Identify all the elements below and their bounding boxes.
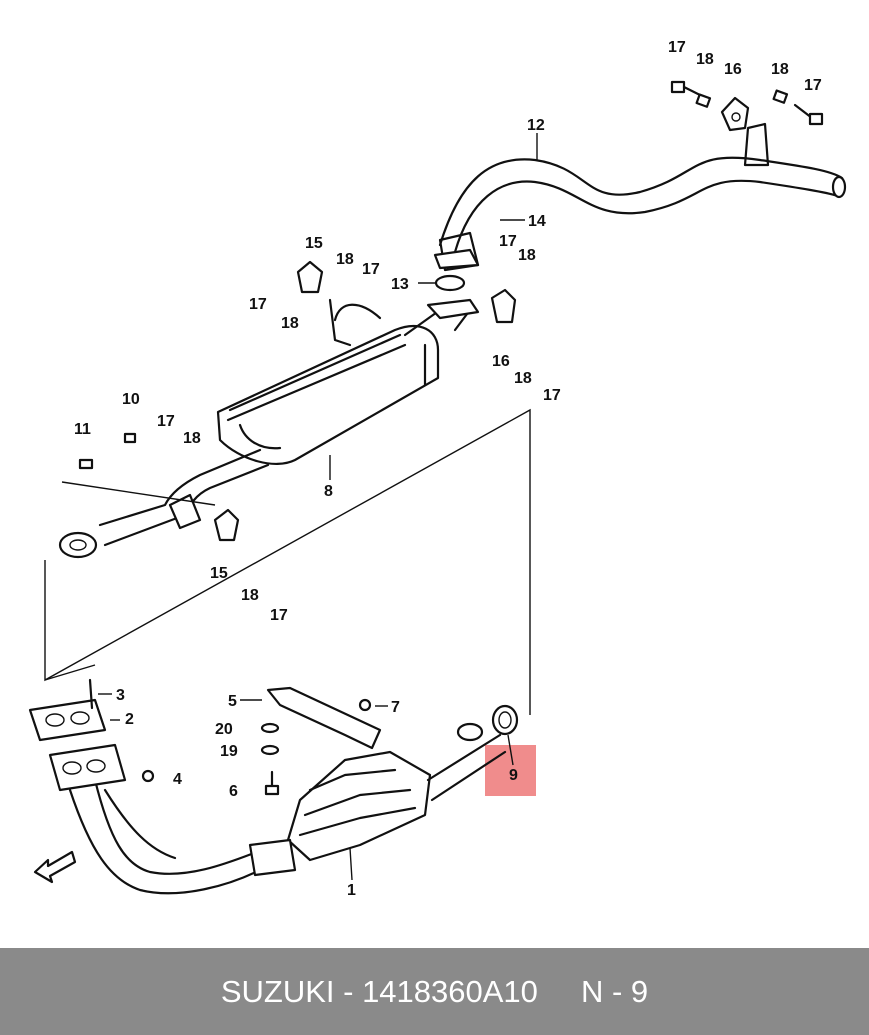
forward-arrow-marker [33, 850, 77, 884]
label-part-19: 19 [220, 743, 238, 760]
label-part-2: 2 [125, 711, 134, 728]
label-part-15-mid: 15 [210, 565, 228, 582]
label-part-18-f: 18 [514, 370, 532, 387]
label-part-7: 7 [391, 699, 400, 716]
intermediate-pipe [58, 448, 270, 559]
label-part-1: 1 [347, 882, 356, 899]
label-part-17-e: 17 [249, 296, 267, 313]
label-part-17-d: 17 [362, 261, 380, 278]
label-part-10: 10 [122, 391, 140, 408]
label-part-18-a: 18 [696, 51, 714, 68]
label-part-16-mid: 16 [492, 353, 510, 370]
label-part-18-b: 18 [771, 61, 789, 78]
label-part-6: 6 [229, 783, 238, 800]
flange-13 [426, 248, 480, 320]
hanger-15 [213, 260, 352, 542]
label-part-17-b: 17 [804, 77, 822, 94]
label-part-17-h: 17 [270, 607, 288, 624]
label-part-18-c: 18 [518, 247, 536, 264]
label-part-18-g: 18 [183, 430, 201, 447]
front-pipe [28, 698, 297, 895]
label-part-18-h: 18 [241, 587, 259, 604]
label-part-9: 9 [509, 767, 518, 784]
hanger-16-mid [490, 288, 517, 324]
label-part-12: 12 [527, 117, 545, 134]
label-part-14: 14 [528, 213, 546, 230]
label-part-17-f: 17 [543, 387, 561, 404]
label-part-5: 5 [228, 693, 237, 710]
label-part-18-d: 18 [336, 251, 354, 268]
label-part-15-top: 15 [305, 235, 323, 252]
bolts-top [670, 80, 824, 126]
exhaust-system-diagram: 1 2 3 4 5 6 7 8 9 10 11 12 13 14 15 15 1… [28, 39, 847, 899]
leader-lines [98, 133, 538, 881]
label-part-18-e: 18 [281, 315, 299, 332]
catalytic-converter [286, 704, 519, 862]
label-part-8: 8 [324, 483, 333, 500]
footer-bar: SUZUKI - 1418360A10 N - 9 [0, 948, 869, 1035]
label-part-4: 4 [173, 771, 182, 788]
hanger-16-top [720, 96, 750, 132]
label-part-17-c: 17 [499, 233, 517, 250]
label-part-20: 20 [215, 721, 233, 738]
bracket-5 [266, 686, 382, 750]
muffler [216, 301, 472, 465]
small-parts [78, 432, 372, 796]
label-part-3: 3 [116, 687, 125, 704]
label-part-17-g: 17 [157, 413, 175, 430]
part-number-caption: SUZUKI - 1418360A10 N - 9 [220, 973, 649, 1009]
label-part-16-top: 16 [724, 61, 742, 78]
label-part-17-a: 17 [668, 39, 686, 56]
label-part-11: 11 [74, 421, 91, 438]
label-part-13: 13 [391, 276, 409, 293]
outline-lines [44, 408, 531, 715]
